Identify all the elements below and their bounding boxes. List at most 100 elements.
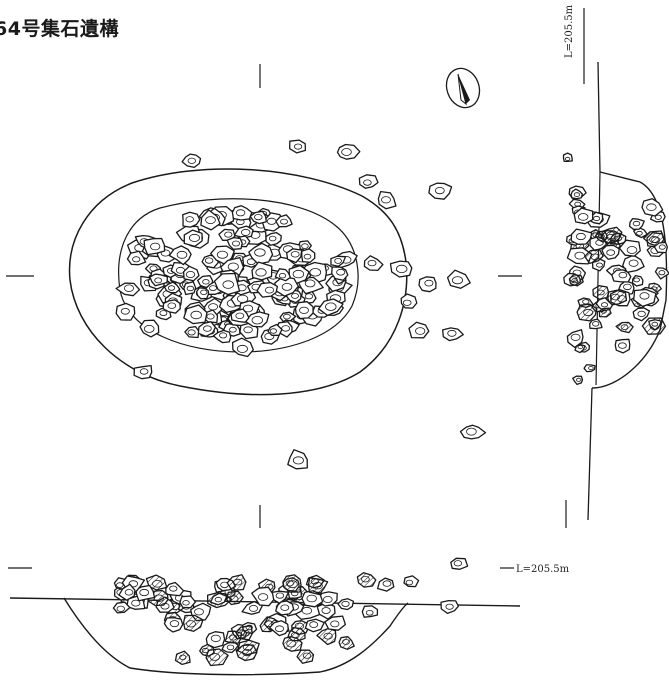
stone: [115, 302, 136, 321]
stone-facet: [278, 273, 287, 279]
stone-facet: [342, 639, 350, 645]
stone-facet: [275, 592, 285, 599]
stone: [143, 237, 166, 256]
stone-facet: [169, 585, 178, 592]
stone: [459, 424, 487, 440]
stone-facet: [658, 244, 666, 250]
stone: [162, 299, 181, 314]
stone-facet: [597, 289, 605, 296]
stone-facet: [574, 251, 586, 260]
stone: [641, 198, 664, 217]
stone-facet: [306, 594, 317, 603]
stone-facet: [658, 270, 666, 276]
stone-facet: [194, 608, 204, 616]
stone-facet: [381, 196, 391, 204]
stone-facet: [185, 270, 196, 278]
stone-facet: [210, 634, 221, 643]
stone-facet: [226, 644, 235, 651]
stone-facet: [322, 596, 333, 604]
stone-facet: [636, 230, 643, 236]
stone: [601, 244, 620, 260]
stone-facet: [132, 256, 141, 263]
stone-facet: [341, 148, 352, 156]
stone: [356, 572, 377, 588]
stone: [145, 574, 168, 591]
pit-outline-outer: [68, 168, 408, 396]
stone-facet: [182, 600, 190, 606]
stone-facet: [424, 279, 434, 287]
stone-facet: [188, 233, 200, 242]
stone-facet: [235, 209, 246, 217]
stone: [181, 153, 202, 169]
stone-facet: [139, 368, 149, 375]
stone: [235, 644, 258, 662]
stone: [589, 318, 603, 330]
stone-facet: [592, 321, 600, 327]
stone-facet: [186, 620, 196, 628]
stone-facet: [453, 560, 463, 567]
stone-facet: [323, 632, 333, 640]
stone-facet: [618, 342, 627, 349]
stone: [428, 182, 453, 200]
stone: [304, 618, 325, 633]
stone-facet: [304, 279, 316, 288]
stone-facet: [309, 621, 319, 628]
stone: [174, 650, 191, 666]
stone: [389, 260, 413, 278]
stone: [183, 304, 208, 325]
stone: [337, 598, 355, 611]
stone: [573, 207, 594, 225]
stone: [275, 600, 295, 616]
stone-facet: [646, 203, 657, 212]
stone-facet: [583, 308, 594, 317]
stone: [115, 282, 141, 297]
stone-facet: [243, 326, 253, 334]
stone-facet: [632, 220, 641, 227]
stone: [324, 615, 347, 631]
stone-facet: [169, 620, 180, 628]
stone: [376, 577, 395, 592]
stone-facet: [367, 259, 377, 267]
stone-facet: [254, 248, 266, 257]
stone: [363, 255, 384, 272]
stone-facet: [570, 333, 581, 341]
stone-facet: [150, 242, 161, 251]
stone-facet: [154, 277, 163, 284]
stone-facet: [361, 576, 370, 583]
stone: [269, 620, 289, 637]
stone-facet: [637, 310, 646, 317]
stone-facet: [309, 268, 322, 277]
stone-facet: [600, 308, 607, 314]
stone: [168, 245, 192, 266]
stone-facet: [203, 325, 212, 332]
stone: [249, 210, 267, 225]
stone-facet: [571, 278, 579, 284]
stone-facet: [255, 268, 267, 277]
stone-facet: [578, 213, 589, 221]
stone: [183, 281, 197, 296]
stone: [221, 641, 240, 654]
stone: [632, 307, 651, 322]
stone-facet: [596, 262, 603, 268]
stone-facet: [290, 632, 300, 639]
stone-facet: [116, 582, 124, 588]
stone-facet: [128, 580, 139, 588]
stone: [139, 319, 160, 338]
stone: [361, 605, 379, 618]
stone: [287, 626, 306, 642]
stone: [126, 250, 147, 266]
bottom-section-profile: [8, 557, 521, 676]
stone-facet: [466, 427, 477, 436]
elevation-label-profile: L=205.5m: [516, 564, 570, 575]
stone-facet: [620, 324, 629, 330]
stone-facet: [363, 179, 372, 186]
stone: [570, 188, 584, 200]
stone: [317, 298, 344, 317]
stone-facet: [229, 326, 237, 333]
stone: [265, 231, 282, 246]
stone-facet: [445, 603, 454, 610]
stone: [205, 631, 226, 649]
stone-facet: [216, 250, 228, 259]
stone-facet: [628, 259, 639, 267]
